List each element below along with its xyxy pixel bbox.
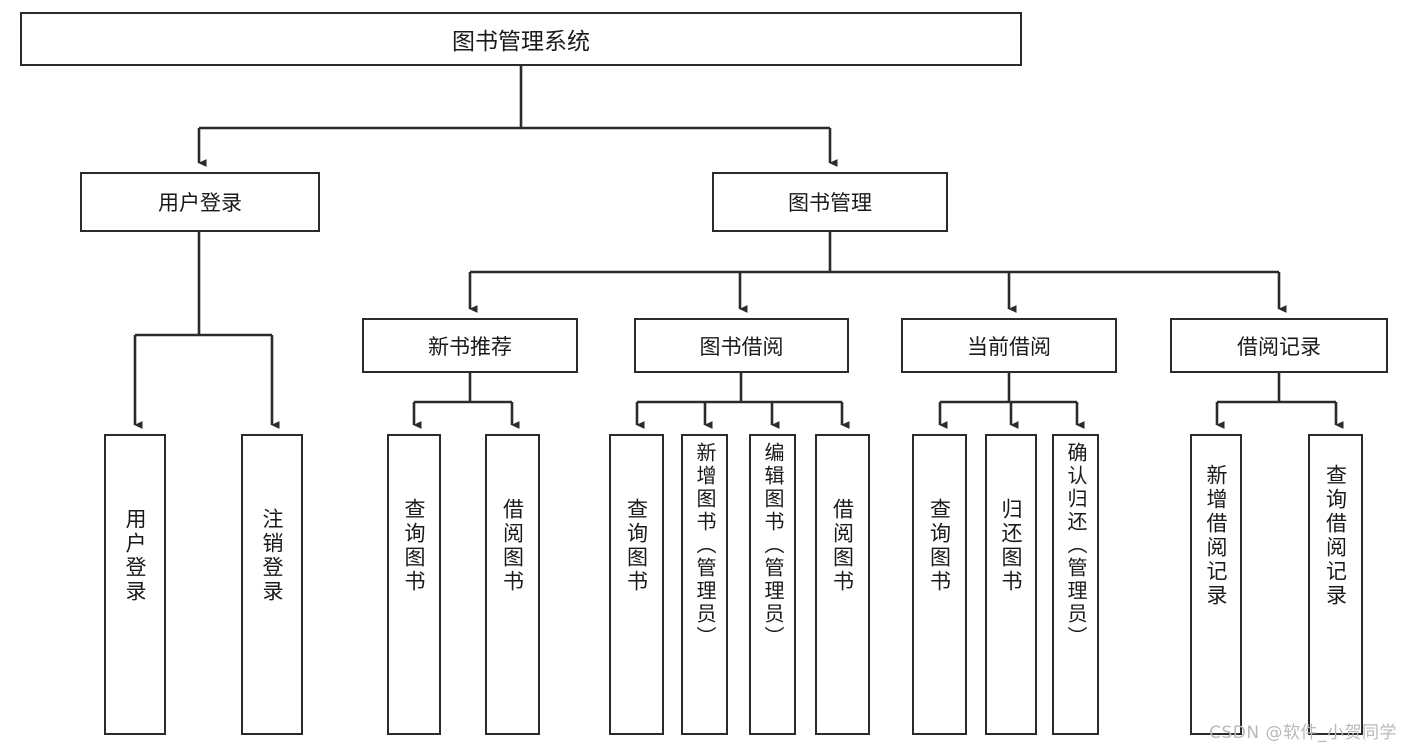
leaf-borrow-book-borrow-label: 借阅图书 bbox=[830, 498, 855, 594]
leaf-borrow-book-recommend[interactable]: 借阅图书 bbox=[485, 434, 540, 735]
node-new-book-recommend-label: 新书推荐 bbox=[428, 334, 512, 359]
node-borrow-record-label: 借阅记录 bbox=[1237, 334, 1321, 359]
leaf-logout-label: 注销登录 bbox=[260, 508, 285, 604]
node-book-management-label: 图书管理 bbox=[788, 191, 872, 215]
leaf-confirm-return-label: 确认归还（管理员） bbox=[1064, 442, 1088, 649]
node-book-management[interactable]: 图书管理 bbox=[712, 172, 948, 232]
node-root-label: 图书管理系统 bbox=[452, 29, 590, 55]
leaf-query-borrow-record-label: 查询借阅记录 bbox=[1323, 464, 1348, 608]
leaf-edit-book-label: 编辑图书（管理员） bbox=[761, 442, 785, 649]
node-borrow-record[interactable]: 借阅记录 bbox=[1170, 318, 1388, 373]
node-book-borrow[interactable]: 图书借阅 bbox=[634, 318, 849, 373]
leaf-query-book-borrow[interactable]: 查询图书 bbox=[609, 434, 664, 735]
node-user-login[interactable]: 用户登录 bbox=[80, 172, 320, 232]
node-user-login-label: 用户登录 bbox=[158, 191, 242, 215]
leaf-add-borrow-record[interactable]: 新增借阅记录 bbox=[1190, 434, 1242, 735]
leaf-query-book-borrow-label: 查询图书 bbox=[624, 498, 649, 594]
leaf-query-book-recommend[interactable]: 查询图书 bbox=[387, 434, 441, 735]
leaf-query-book-current[interactable]: 查询图书 bbox=[912, 434, 967, 735]
leaf-query-book-current-label: 查询图书 bbox=[927, 498, 952, 594]
leaf-return-book[interactable]: 归还图书 bbox=[985, 434, 1037, 735]
leaf-query-book-recommend-label: 查询图书 bbox=[402, 498, 427, 594]
leaf-confirm-return[interactable]: 确认归还（管理员） bbox=[1052, 434, 1099, 735]
node-root-system[interactable]: 图书管理系统 bbox=[20, 12, 1022, 66]
watermark-text: CSDN @软件_小贺同学 bbox=[1209, 723, 1397, 743]
leaf-return-book-label: 归还图书 bbox=[999, 498, 1024, 594]
node-current-borrow-label: 当前借阅 bbox=[967, 334, 1051, 359]
node-new-book-recommend[interactable]: 新书推荐 bbox=[362, 318, 578, 373]
leaf-borrow-book-recommend-label: 借阅图书 bbox=[500, 498, 525, 594]
leaf-user-login-label: 用户登录 bbox=[123, 508, 148, 604]
leaf-add-borrow-record-label: 新增借阅记录 bbox=[1204, 464, 1229, 608]
leaf-logout[interactable]: 注销登录 bbox=[241, 434, 303, 735]
leaf-borrow-book-borrow[interactable]: 借阅图书 bbox=[815, 434, 870, 735]
leaf-user-login[interactable]: 用户登录 bbox=[104, 434, 166, 735]
leaf-edit-book[interactable]: 编辑图书（管理员） bbox=[749, 434, 796, 735]
leaf-query-borrow-record[interactable]: 查询借阅记录 bbox=[1308, 434, 1363, 735]
node-book-borrow-label: 图书借阅 bbox=[699, 334, 784, 359]
leaf-add-book-label: 新增图书（管理员） bbox=[693, 442, 717, 649]
leaf-add-book[interactable]: 新增图书（管理员） bbox=[681, 434, 728, 735]
node-current-borrow[interactable]: 当前借阅 bbox=[901, 318, 1117, 373]
